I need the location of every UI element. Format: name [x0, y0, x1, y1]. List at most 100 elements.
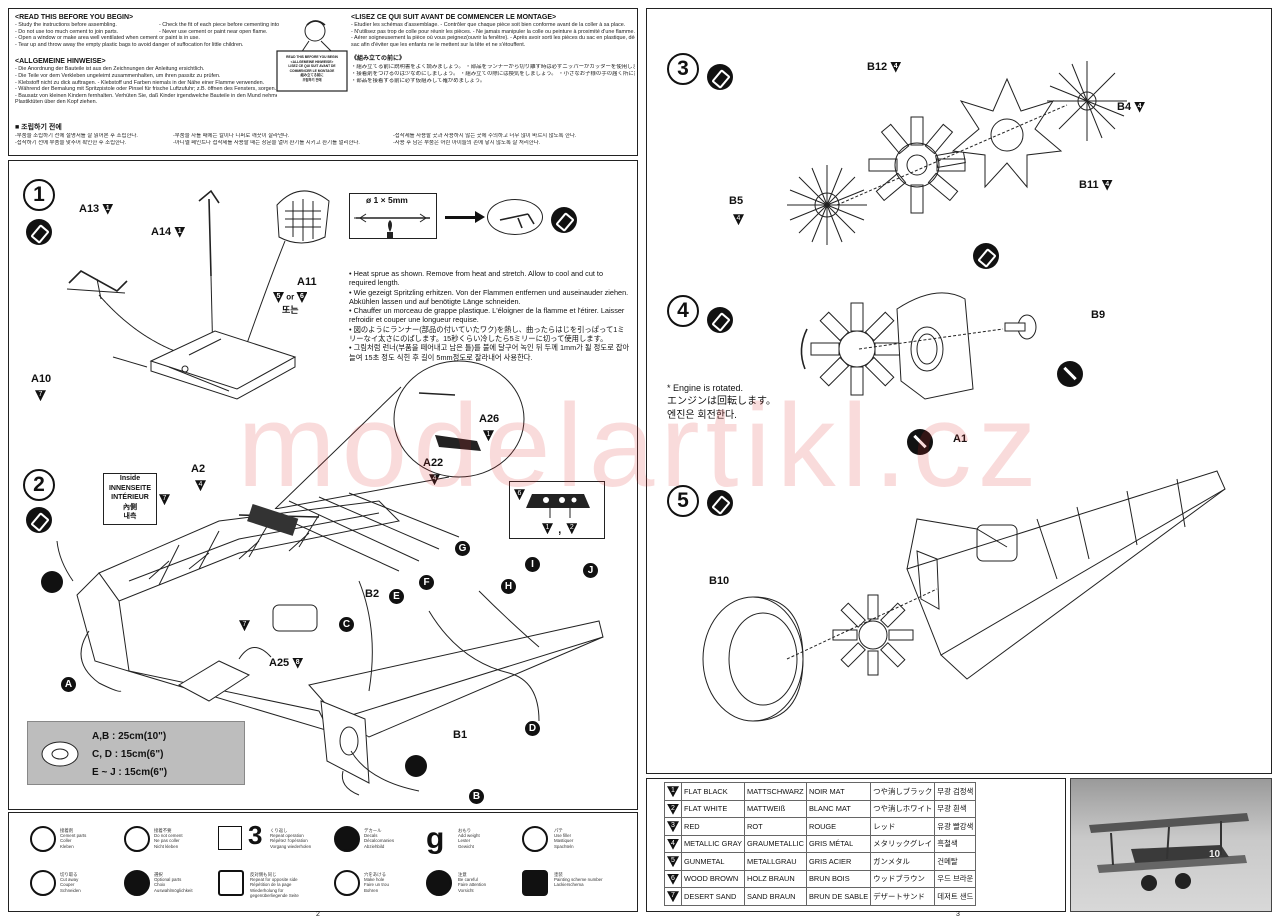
part-b4-label: B4 4 — [1117, 101, 1146, 113]
sign-line: READ THIS BEFORE YOU BEGIN — [286, 55, 338, 59]
part-a11-label: A11 — [297, 276, 317, 288]
cement-icon — [707, 490, 733, 516]
decal-icon — [334, 826, 360, 852]
step-3-number: 3 — [667, 53, 699, 85]
part-b9-label: B9 — [1091, 309, 1106, 321]
inside-color: 7 — [159, 491, 170, 509]
paint-number-marker: 3 — [667, 821, 679, 833]
paint-name-jp: デザートサンド — [870, 887, 936, 906]
part-a13-label: A13 1 — [79, 203, 114, 215]
sign-line: 組み立てる前に — [300, 73, 324, 78]
paint-name-fr: BRUN BOIS — [805, 869, 872, 888]
step-4-number: 4 — [667, 295, 699, 327]
steps-1-2-panel: 1 A13 1 A14 1 A11 5 or 6 또는 A10 7 ø 1 × … — [8, 160, 638, 810]
panel-color: 6 — [514, 489, 525, 501]
page-number-right: 3 — [956, 911, 960, 918]
thread-length-row: E ~ J : 15cm(6") — [92, 767, 168, 778]
drill-icon — [334, 870, 360, 896]
part-a22-label: A22 — [423, 457, 444, 469]
sign-line: <ALLGEMEINE HINWEISE> — [290, 59, 334, 64]
paint-number: 2 — [664, 799, 682, 818]
panel-color: 2 — [566, 523, 578, 535]
en-line: - Check the fit of each piece before cem… — [159, 22, 279, 28]
paint-name-kr: 무광 검정색 — [934, 782, 977, 801]
en-line: - Tear up and throw away the empty plast… — [15, 41, 244, 48]
fr-title: <LISEZ CE QUI SUIT AVANT DE COMMENCER LE… — [351, 14, 557, 21]
arrow-head-icon — [475, 211, 485, 223]
paint-name-en: FLAT BLACK — [680, 782, 746, 801]
en-line: - Never use cement or paint near open fl… — [159, 28, 268, 35]
part-b12-label: B12 4 — [867, 61, 902, 73]
paint-number: 6 — [664, 869, 682, 888]
step-1-number: 1 — [23, 179, 55, 211]
paint-name-en: METALLIC GRAY — [680, 834, 746, 853]
sprue-result-circle — [487, 199, 543, 235]
finished-model-photo: 10 — [1070, 778, 1272, 912]
paint-number-marker: 1 — [667, 786, 679, 798]
page-number-left: 2 — [316, 911, 320, 918]
part-a11-color-options: 5 or 6 또는 — [273, 292, 308, 316]
paint-name-de: ROT — [744, 817, 807, 836]
inside-label: 內側 — [123, 503, 137, 511]
paint-name-fr: GRIS MÉTAL — [805, 834, 872, 853]
panel-color: 1 — [542, 523, 553, 535]
paint-name-kr: 우드 브라운 — [934, 869, 977, 888]
part-b2-label: B2 — [365, 588, 380, 600]
cement-icon — [973, 243, 999, 269]
step-5-drawing — [702, 470, 1226, 722]
wire-label-f: F — [419, 575, 434, 590]
kr-line: -부품을 조립하기 전에 설명서를 잘 읽어본 후 조립한다. — [15, 133, 138, 139]
kr-line: -사용 후 남은 부품은 어린 아이들의 손에 닿지 않도록 잘 처리한다. — [393, 139, 541, 146]
instrument-panel-detail: 6 1 , 2 — [509, 481, 605, 539]
cutter-icon — [405, 755, 427, 777]
cement-icon — [551, 207, 577, 233]
paint-name-fr: BLANC MAT — [805, 799, 872, 818]
part-a1-label: A1 — [953, 433, 968, 445]
no-cement-icon — [124, 826, 150, 852]
inside-label: INTÉRIEUR — [111, 494, 149, 502]
mascot-illustration: READ THIS BEFORE YOU BEGIN <ALLGEMEINE H… — [271, 17, 351, 95]
de-line: - Klebstoff nicht zu dick auftragen. - K… — [15, 79, 265, 86]
rotation-note-en: * Engine is rotated. — [667, 383, 744, 393]
de-line: - Die Teile vor dem Verkleben ungeleimt … — [15, 72, 221, 79]
paint-name-de: GRAUMETALLIC — [744, 834, 807, 853]
instruction-fr: • Chauffer un morceau de grappe plastiqu… — [349, 306, 625, 325]
sign-line: 조립하기 전에 — [302, 77, 322, 82]
step-2-drawing — [56, 492, 604, 796]
steps-3-5-panel: 3 B12 4 — [646, 8, 1272, 774]
de-line: - Während der Bemalung mit Spritzpistole… — [15, 86, 277, 93]
cement-icon — [707, 64, 733, 90]
paint-name-en: RED — [680, 817, 746, 836]
or-korean: 또는 — [281, 305, 299, 315]
part-b5-color: 4 — [733, 211, 744, 229]
paint-number-marker: 2 — [667, 803, 679, 815]
part-b11-label: B11 4 — [1079, 179, 1113, 191]
sign-line: COMMENCER LE MONTAGE — [289, 68, 335, 73]
cement-icon — [26, 507, 52, 533]
step-2-number: 2 — [23, 469, 55, 501]
paint-name-fr: NOIR MAT — [805, 782, 872, 801]
de-line: - Bausatz von kleinen Kindern fernhalten… — [15, 92, 277, 99]
cement-icon — [30, 826, 56, 852]
part-b1-label: B1 — [453, 729, 468, 741]
opposite-icon — [218, 870, 244, 896]
wire-label-h: H — [501, 579, 516, 594]
arrow-right-icon — [445, 216, 479, 219]
model-code: 10 — [1209, 849, 1221, 860]
rotation-note-kr: 엔진은 회전한다. — [667, 410, 737, 421]
wire-label-g: G — [455, 541, 470, 556]
paint-name-jp: つや消しブラック — [870, 782, 936, 801]
precautions-panel: <READ THIS BEFORE YOU BEGIN> - Study the… — [8, 8, 638, 156]
paint-name-en: WOOD BROWN — [680, 869, 746, 888]
part-a14-label: A14 1 — [151, 226, 186, 238]
paint-number: 1 — [664, 782, 682, 801]
paint-name-en: GUNMETAL — [680, 852, 746, 871]
cement-icon — [707, 307, 733, 333]
inside-label-box: Inside INNENSEITE INTÉRIEUR 內側 내측 — [103, 473, 157, 525]
paint-name-jp: メタリックグレイ — [870, 834, 936, 853]
paint-name-de: SAND BRAUN — [744, 887, 807, 906]
